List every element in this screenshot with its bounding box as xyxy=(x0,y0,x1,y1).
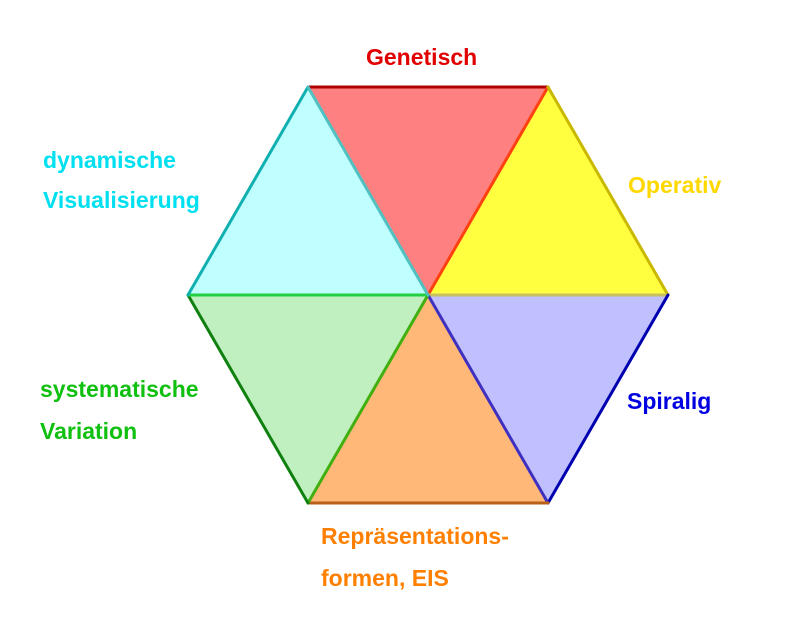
triangle-operativ xyxy=(428,87,668,295)
label-line: Spiralig xyxy=(627,388,712,414)
label-line: Repräsentations- xyxy=(321,523,509,549)
edge-outer-variation xyxy=(186,293,310,505)
label-line: formen, EIS xyxy=(321,565,449,591)
edge-outer-spiralig xyxy=(546,293,670,505)
edge-outer-visualisierung xyxy=(186,85,310,297)
label-operativ: Operativ xyxy=(628,172,721,199)
label-line: Genetisch xyxy=(366,44,478,70)
triangle-genetisch xyxy=(308,87,548,295)
edge-inner-spiralig xyxy=(426,293,550,505)
edge-inner-visualisierung xyxy=(306,85,430,297)
label-line: Variation xyxy=(40,418,138,444)
label-line: dynamische xyxy=(43,147,176,173)
label-variation: systematische Variation xyxy=(40,368,199,452)
label-line: systematische xyxy=(40,376,199,402)
edge-inner-repraesentation xyxy=(306,293,430,505)
label-repraesentation: Repräsentations- formen, EIS xyxy=(321,515,509,599)
label-line: Operativ xyxy=(628,172,722,198)
label-line: Visualisierung xyxy=(43,187,200,213)
label-visualisierung: dynamische Visualisierung xyxy=(43,140,200,220)
triangle-visualisierung xyxy=(188,87,428,295)
label-spiralig: Spiralig xyxy=(627,388,711,415)
triangle-variation xyxy=(188,295,428,503)
triangle-repraesentation xyxy=(308,295,548,503)
edge-inner-genetisch xyxy=(426,85,550,297)
edge-outer-operativ xyxy=(546,85,670,297)
label-genetisch: Genetisch xyxy=(366,44,477,71)
triangle-spiralig xyxy=(428,295,668,503)
